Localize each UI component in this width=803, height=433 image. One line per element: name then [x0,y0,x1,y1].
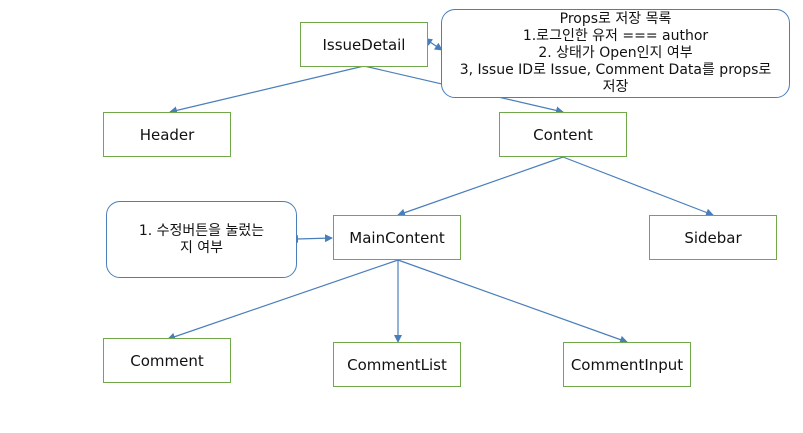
edit-callout-line-2: 지 여부 [179,239,224,256]
node-header-label: Header [139,125,195,144]
edge-content-sidebar [562,156,714,217]
node-comment-list: CommentList [333,342,461,387]
node-comment-list-label: CommentList [347,355,447,374]
edge-maincontent-commentinput [397,259,628,344]
edge-issuedetail-header [169,65,365,115]
node-comment-label: Comment [130,351,204,370]
node-header: Header [103,112,231,157]
node-main-content: MainContent [333,215,461,260]
edge-edit-callout-maincontent [290,234,333,243]
props-callout-line-3: 2. 상태가 Open인지 여부 [538,45,693,61]
node-sidebar: Sidebar [649,215,777,260]
props-callout-line-4: 3, Issue ID로 Issue, Comment Data를 props로 [459,62,772,78]
edit-callout-line-1: 1. 수정버튼을 눌렀는 [138,222,265,239]
props-callout-line-2: 1.로그인한 유저 === author [522,28,709,44]
node-main-content-label: MainContent [349,228,445,247]
node-comment-input: CommentInput [563,342,691,387]
node-comment-input-label: CommentInput [570,355,684,374]
node-issue-detail-label: IssueDetail [322,35,406,54]
node-issue-detail: IssueDetail [300,22,428,67]
node-sidebar-label: Sidebar [684,228,742,247]
edge-issuedetail-props-callout [424,38,443,51]
edge-maincontent-comment [167,259,399,341]
node-comment: Comment [103,338,231,383]
props-callout-line-1: Props로 저장 목록 [559,11,672,27]
node-content: Content [499,112,627,157]
edge-content-maincontent [397,156,564,217]
node-content-label: Content [533,125,593,144]
props-callout: Props로 저장 목록 1.로그인한 유저 === author 2. 상태가… [441,9,790,98]
edit-callout: 1. 수정버튼을 눌렀는 지 여부 [106,201,297,278]
props-callout-line-5: 저장 [602,79,629,95]
